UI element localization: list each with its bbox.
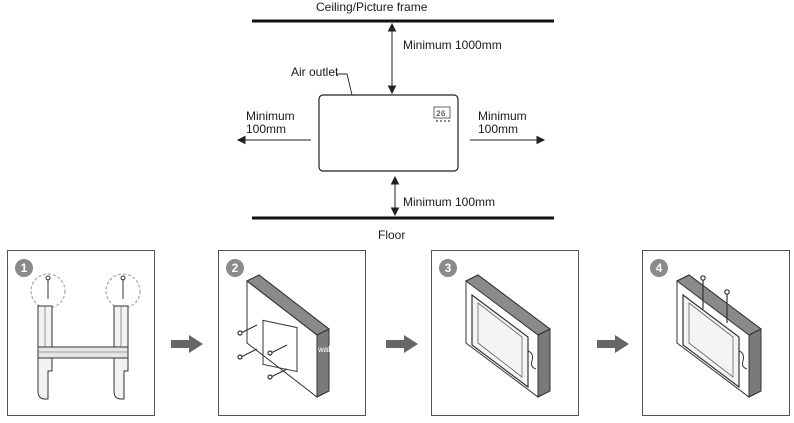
floor-label: Floor — [378, 228, 406, 242]
step-1-bracket-illustration — [30, 273, 141, 400]
step-4-fixing-illustration — [676, 274, 762, 398]
air-outlet-label: Air outlet — [291, 65, 339, 79]
device-temperature: 26 — [436, 110, 446, 119]
arrow-right-icon — [386, 335, 418, 353]
step-3-panel: 3 — [431, 250, 579, 416]
ceiling-label: Ceiling/Picture frame — [316, 0, 428, 14]
min-right-label: Minimum 100mm — [478, 110, 527, 136]
min-bottom-label: Minimum 100mm — [403, 195, 496, 209]
top-clearance-arrow — [387, 22, 397, 95]
min-left-line1: Minimum — [246, 109, 295, 123]
min-right-line2: 100mm — [478, 122, 519, 136]
step-arrow-3 — [597, 335, 629, 358]
step-arrow-2 — [386, 335, 418, 358]
device-outline — [318, 94, 459, 172]
step-4-badge: 4 — [650, 259, 668, 277]
right-clearance-arrow — [470, 135, 546, 145]
clearance-diagram: 26 — [236, 19, 554, 220]
min-right-line1: Minimum — [478, 109, 527, 123]
step-2-panel: wall 2 — [218, 250, 366, 416]
bottom-clearance-arrow — [390, 175, 400, 217]
wall-label: wall — [318, 345, 332, 354]
step-2-wall-illustration — [237, 274, 330, 398]
left-clearance-arrow — [236, 135, 311, 145]
step-1-panel: 1 — [7, 250, 155, 416]
step-arrow-1 — [171, 335, 203, 358]
device-display-icon — [433, 106, 451, 122]
step-4-panel: 4 — [642, 250, 790, 416]
min-left-label: Minimum 100mm — [246, 110, 295, 136]
arrow-right-icon — [171, 335, 203, 353]
min-left-line2: 100mm — [246, 122, 287, 136]
arrow-right-icon — [597, 335, 629, 353]
step-3-mounting-illustration — [465, 274, 551, 398]
step-1-badge: 1 — [15, 259, 33, 277]
air-outlet-leader — [336, 73, 353, 96]
min-top-label: Minimum 1000mm — [403, 38, 502, 52]
step-3-badge: 3 — [439, 259, 457, 277]
step-2-badge: 2 — [226, 259, 244, 277]
